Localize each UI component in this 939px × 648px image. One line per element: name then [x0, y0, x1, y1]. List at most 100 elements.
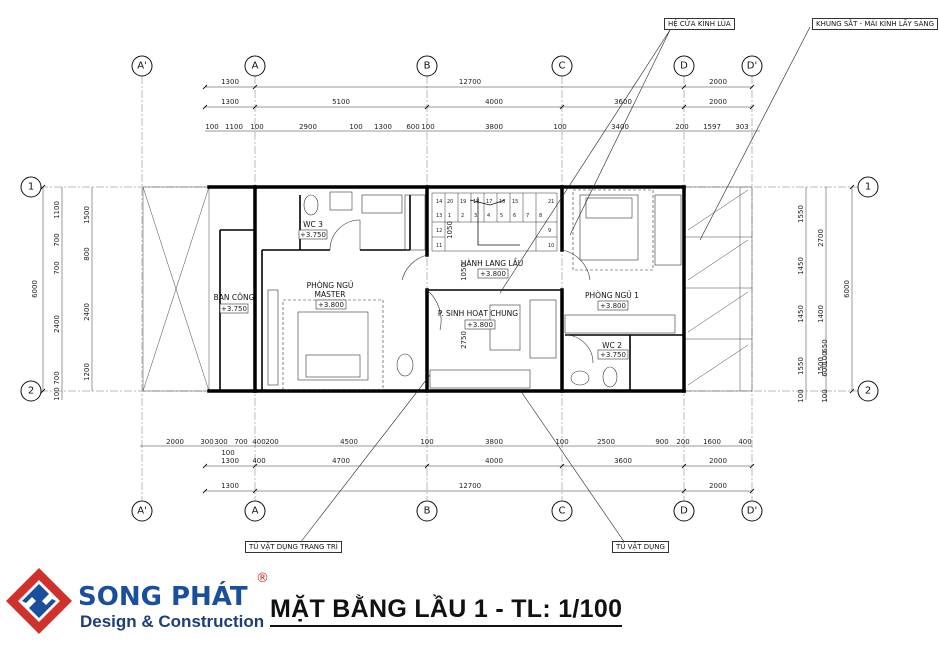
dim-left-inner-2: 800: [83, 247, 91, 260]
stair-step-20: 20: [447, 199, 453, 205]
furniture: [267, 189, 682, 391]
dim-top-r2-4: 3600: [614, 98, 632, 106]
callout-cabinet: TỦ VẬT DỤNG: [612, 541, 669, 553]
dim-right-mid-1: 1550: [797, 205, 805, 223]
stair-step-19: 19: [460, 199, 466, 205]
dim-top-r3-2: 1100: [225, 123, 243, 131]
dim-right-mid-2: 1450: [797, 257, 805, 275]
grid-label-a-top: A: [252, 61, 259, 72]
dim-right-mid-5: 100: [821, 351, 829, 364]
room-wc2-name: WC 2: [602, 341, 622, 350]
brand-registered-mark: ®: [256, 571, 269, 586]
callout-display-cabinet: TỦ VẬT DỤNG TRANG TRÍ: [245, 541, 342, 553]
dim-bot-r1-extra: 100: [221, 449, 234, 457]
room-wc2-level: +3.750: [600, 351, 626, 359]
dim-top-r3-4: 2900: [299, 123, 317, 131]
level-boxes: [219, 229, 629, 360]
dim-bot-r1-13: 200: [676, 438, 689, 446]
stair-step-14: 14: [436, 199, 442, 205]
dim-bot-r1-4: 700: [234, 438, 247, 446]
dim-top-r2-3: 4000: [485, 98, 503, 106]
dim-left-mid-1: 1100: [53, 201, 61, 219]
room-master-level: +3.800: [318, 301, 344, 309]
dim-top-r3-7: 600: [406, 123, 419, 131]
dim-bot-r1-10: 100: [555, 438, 568, 446]
staircase: [431, 192, 558, 252]
dim-right-mid-6: 600: [821, 363, 829, 376]
dim-bot-r2-2: 400: [252, 457, 265, 465]
room-bed1-name: PHÒNG NGỦ 1: [585, 290, 639, 300]
dim-top-r3-12: 200: [675, 123, 688, 131]
dim-right-mid-8: 100: [797, 389, 805, 402]
dimension-ticks: [40, 84, 855, 494]
dim-top-r3-13: 1597: [703, 123, 721, 131]
dim-bot-r2-4: 4000: [485, 457, 503, 465]
grid-label-d-top: D: [680, 61, 688, 72]
grid-label-b-top: B: [424, 61, 431, 72]
dim-top-r3-1: 100: [205, 123, 218, 131]
grid-label-1-left: 1: [28, 182, 34, 193]
dim-top-r1-2: 12700: [459, 78, 481, 86]
dim-top-r1-3: 2000: [709, 78, 727, 86]
room-master-name: PHÒNG NGỦ: [307, 280, 354, 290]
room-balcony-level: +3.750: [221, 305, 247, 313]
dim-top-r3-10: 100: [553, 123, 566, 131]
stair-step-18: 18: [473, 199, 479, 205]
grid-label-b-bottom: B: [424, 506, 431, 517]
dim-right-inner-2: 1400: [817, 305, 825, 323]
stair-step-15: 15: [512, 199, 518, 205]
dim-right-mid-3: 1450: [797, 305, 805, 323]
room-balcony-name: BAN CÔNG: [214, 293, 255, 302]
grid-label-1-right: 1: [865, 182, 871, 193]
room-corridor-level: +3.800: [480, 270, 506, 278]
grid-label-a-prime-top: A': [137, 61, 147, 72]
room-bed1-level: +3.800: [600, 302, 626, 310]
room-corridor-name: HÀNH LANG LẦU: [461, 258, 524, 268]
dim-bot-r1-3: 300: [214, 438, 227, 446]
drawing-title: MẶT BẰNG LẦU 1 - TL: 1/100: [270, 594, 623, 627]
stair-step-6: 6: [513, 213, 516, 219]
dim-left-outer: 6000: [31, 280, 39, 298]
room-master-name-2: MASTER: [315, 290, 346, 299]
callout-fire-glass-door: HỆ CỬA KÍNH LÙA: [664, 18, 735, 30]
brand-subtitle: Design & Construction: [80, 612, 265, 631]
dim-top-r3-14: 303: [735, 123, 748, 131]
dim-top-r3-9: 3800: [485, 123, 503, 131]
grid-bubbles: [20, 55, 879, 522]
dim-top-r3-6: 1300: [374, 123, 392, 131]
brand-name: SONG PHÁT: [78, 582, 248, 612]
dim-left-mid-3: 700: [53, 261, 61, 274]
callout-steel-frame: KHUNG SẮT - MÁI KÍNH LẤY SÁNG: [812, 18, 939, 30]
dim-top-r3-11: 3400: [611, 123, 629, 131]
stair-dim-1: 1050: [446, 221, 454, 239]
grid-label-a-prime-bottom: A': [137, 506, 147, 517]
dim-left-mid-6: 100: [53, 387, 61, 400]
stair-step-8: 8: [539, 213, 542, 219]
dim-right-mid-7: 1550: [797, 357, 805, 375]
skylight-right: [683, 186, 753, 392]
stair-step-4: 4: [487, 213, 490, 219]
brand-logo-icon: [6, 568, 72, 634]
leader-lines: [299, 26, 811, 544]
grid-label-2-left: 2: [28, 386, 34, 397]
stair-step-17: 17: [486, 199, 492, 205]
dim-left-mid-2: 700: [53, 233, 61, 246]
living-dim: 2750: [460, 331, 468, 349]
stair-step-10: 10: [548, 243, 554, 249]
room-wc3-level: +3.750: [300, 231, 326, 239]
grid-label-a-bottom: A: [252, 506, 259, 517]
void-left: [142, 186, 210, 392]
stair-step-9: 9: [548, 228, 551, 234]
dim-bot-r2-1: 1300: [221, 457, 239, 465]
grid-label-d-prime-top: D': [747, 61, 757, 72]
stair-step-7: 7: [526, 213, 529, 219]
dim-top-r1-1: 1300: [221, 78, 239, 86]
dim-top-r2-1: 1300: [221, 98, 239, 106]
dim-bot-r1-8: 100: [420, 438, 433, 446]
grid-label-c-bottom: C: [559, 506, 566, 517]
dim-top-r2-2: 5100: [332, 98, 350, 106]
dim-bot-r1-2: 300: [200, 438, 213, 446]
stair-dim-2: 1050: [460, 263, 468, 281]
stair-step-12: 12: [436, 228, 442, 234]
